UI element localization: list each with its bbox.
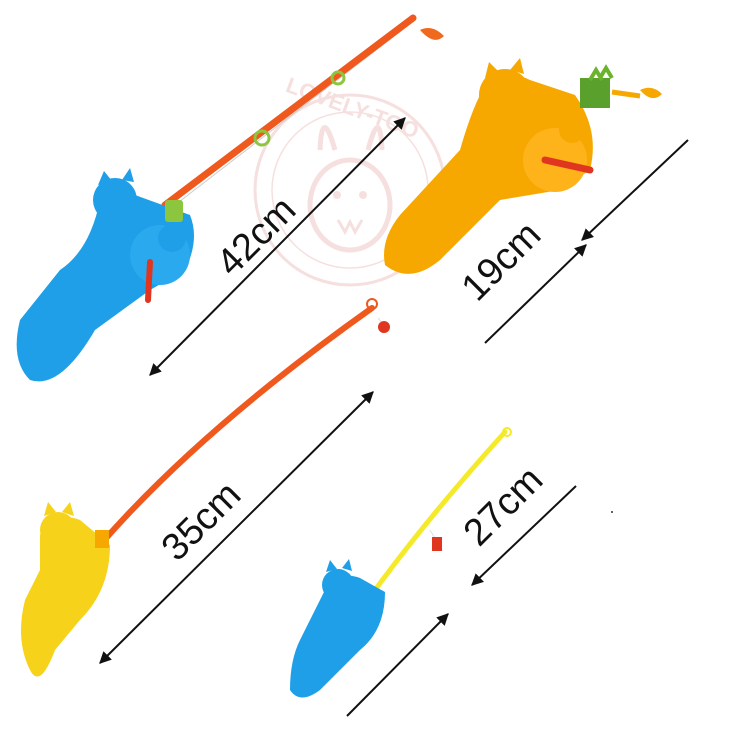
measure-arrow-small-rod (471, 485, 577, 586)
reel-handle-piece (384, 58, 662, 274)
measure-arrow-reel-handle-2 (484, 244, 587, 344)
measure-arrow-small-rod-2 (346, 613, 449, 717)
measure-arrow-medium-rod (99, 391, 374, 664)
measure-arrow-large-rod (149, 117, 406, 376)
measurement-label-medium-rod: 35cm (154, 474, 249, 569)
measure-arrow-reel-handle (581, 139, 689, 241)
small-fishing-rod (290, 427, 512, 698)
